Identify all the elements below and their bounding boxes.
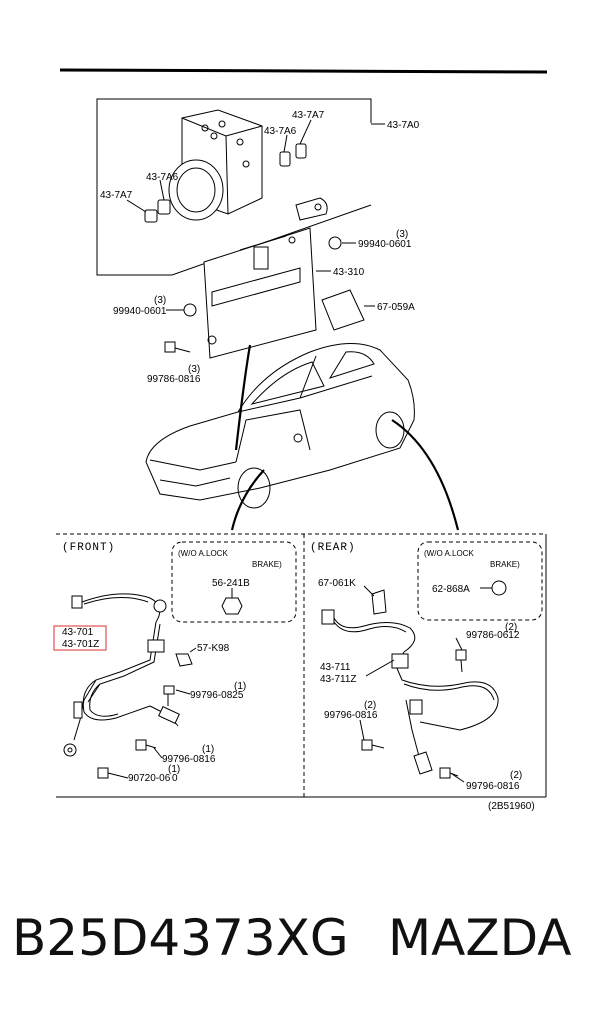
front-sensor-drawing <box>63 593 193 779</box>
hydraulic-unit-group <box>96 98 372 276</box>
rear-bolt-mid-qty: (2) <box>364 700 376 711</box>
pointer-hu <box>234 344 252 451</box>
label-bracket: 43-310 <box>333 267 365 278</box>
rear-box-part: 62-868A <box>432 584 470 595</box>
front-box-title-1: (W/O A.LOCK <box>178 549 228 558</box>
rear-box-title-2: BRAKE) <box>490 560 520 569</box>
rear-bolt-bottom: 99796-0816 <box>466 781 520 792</box>
front-sensor-1: 43-701 <box>62 627 94 638</box>
front-box-part-shape <box>221 597 243 615</box>
label-fitting-a6-top: 43-7A6 <box>264 126 297 137</box>
front-wo-box <box>171 541 297 623</box>
rear-bolt-top: 99786-0612 <box>466 630 520 641</box>
bracket-group <box>203 227 317 359</box>
rear-title: (REAR) <box>310 542 356 554</box>
label-hu-assembly: 43-7A0 <box>387 120 420 131</box>
rear-wo-box <box>417 541 543 621</box>
nut-left-shape <box>183 303 197 317</box>
front-bolt-a: 99796-0825 <box>190 690 244 701</box>
rear-sensor-drawing <box>321 589 499 779</box>
rear-grommet: 67-061K <box>318 578 356 589</box>
front-title: (FRONT) <box>62 542 115 554</box>
section-frame <box>56 533 547 798</box>
nut-right-shape <box>328 236 342 250</box>
car-illustration <box>145 342 415 509</box>
pointer-front <box>230 469 265 531</box>
rear-box-part-shape <box>491 580 507 596</box>
label-pad: 67-059A <box>377 302 415 313</box>
label-bolt-left: 99786-0816 <box>147 374 201 385</box>
brand-name: MAZDA <box>388 909 572 967</box>
front-bolt-a-qty: (1) <box>234 681 246 692</box>
pointer-rear <box>391 419 460 531</box>
front-bolt-b: 99796-0816 <box>162 754 216 765</box>
rear-bolt-bottom-qty: (2) <box>510 770 522 781</box>
label-nut-left: 99940-0601 <box>113 306 167 317</box>
rear-sensor-2: 43-711Z <box>320 674 357 685</box>
rear-leaders <box>359 585 465 783</box>
front-box-title-2: BRAKE) <box>252 560 282 569</box>
parts-diagram: 43-7A0 43-7A7 43-7A6 43-7A6 43-7A7 (3) 9… <box>53 68 548 812</box>
front-clip: 57-K98 <box>197 643 230 654</box>
bolt-left-shape <box>164 341 191 353</box>
front-bolt-b-qty: (1) <box>202 744 214 755</box>
front-bolt-c-qty: (1) <box>168 764 180 775</box>
label-nut-right: 99940-0601 <box>358 239 412 250</box>
front-bolt-c: 90720-06 <box>128 773 171 784</box>
front-sensor-2: 43-701Z <box>62 639 99 650</box>
top-leaders <box>126 119 385 311</box>
front-box-part: 56-241B <box>212 578 250 589</box>
front-bolt-c-suffix: 0 <box>172 773 178 784</box>
rear-bolt-mid: 99796-0816 <box>324 710 378 721</box>
drawing-code: (2B51960) <box>488 801 535 812</box>
label-nut-right-qty: (3) <box>396 229 408 240</box>
top-rule <box>59 68 548 74</box>
sensor-highlight-box <box>53 625 107 651</box>
caption: B25D4373XG MAZDA <box>0 906 600 976</box>
label-fitting-a6-left: 43-7A6 <box>146 172 179 183</box>
rear-box-title-1: (W/O A.LOCK <box>424 549 474 558</box>
label-fitting-a7-top: 43-7A7 <box>292 110 325 121</box>
pad-shape <box>321 289 365 331</box>
label-fitting-a7-left: 43-7A7 <box>100 190 133 201</box>
rear-bolt-top-qty: (2) <box>505 622 517 633</box>
rear-sensor-1: 43-711 <box>320 662 351 673</box>
front-leaders <box>119 647 197 779</box>
label-bolt-left-qty: (3) <box>188 364 200 375</box>
part-number: B25D4373XG <box>12 909 349 967</box>
label-nut-left-qty: (3) <box>154 295 166 306</box>
